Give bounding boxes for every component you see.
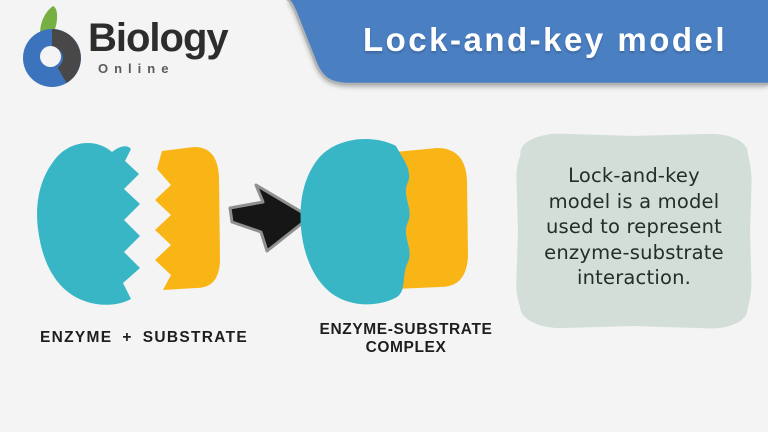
title-ribbon [286,0,768,86]
definition-note: Lock-and-key model is a model used to re… [515,132,753,330]
complex-label: ENZYME-SUBSTRATE COMPLEX [300,321,512,357]
enzyme-plus-substrate-label: ENZYME + SUBSTRATE [28,329,260,347]
biology-online-logo: Biology Online [12,4,272,94]
substrate-shape [155,147,220,290]
note-line: interaction. [576,266,692,289]
biology-online-logo-icon [23,6,81,87]
note-line: Lock-and-key [568,164,700,187]
enzyme-shape [37,142,140,305]
complex-enzyme-shape [300,139,410,305]
logo-orb-swirl [52,29,81,83]
definition-text: Lock-and-key model is a model used to re… [518,136,750,291]
logo-brand-text: Biology [88,16,229,60]
note-line: model is a model [548,189,720,213]
plus-sign: + [122,329,133,346]
substrate-label: SUBSTRATE [142,329,249,346]
title-ribbon-shape [286,0,768,86]
complex-substrate-shape [395,148,468,289]
logo-subtitle-text: Online [98,61,175,76]
arrow-icon [228,183,312,253]
complex-label-line1: ENZYME-SUBSTRATE [319,321,493,338]
note-line: used to represent [546,215,722,238]
note-line: enzyme-substrate [544,240,724,264]
page-title: Lock-and-key model [362,21,728,58]
complex-label-line2: COMPLEX [365,339,447,356]
logo-orb-center [40,46,61,67]
enzyme-label: ENZYME [39,329,113,346]
